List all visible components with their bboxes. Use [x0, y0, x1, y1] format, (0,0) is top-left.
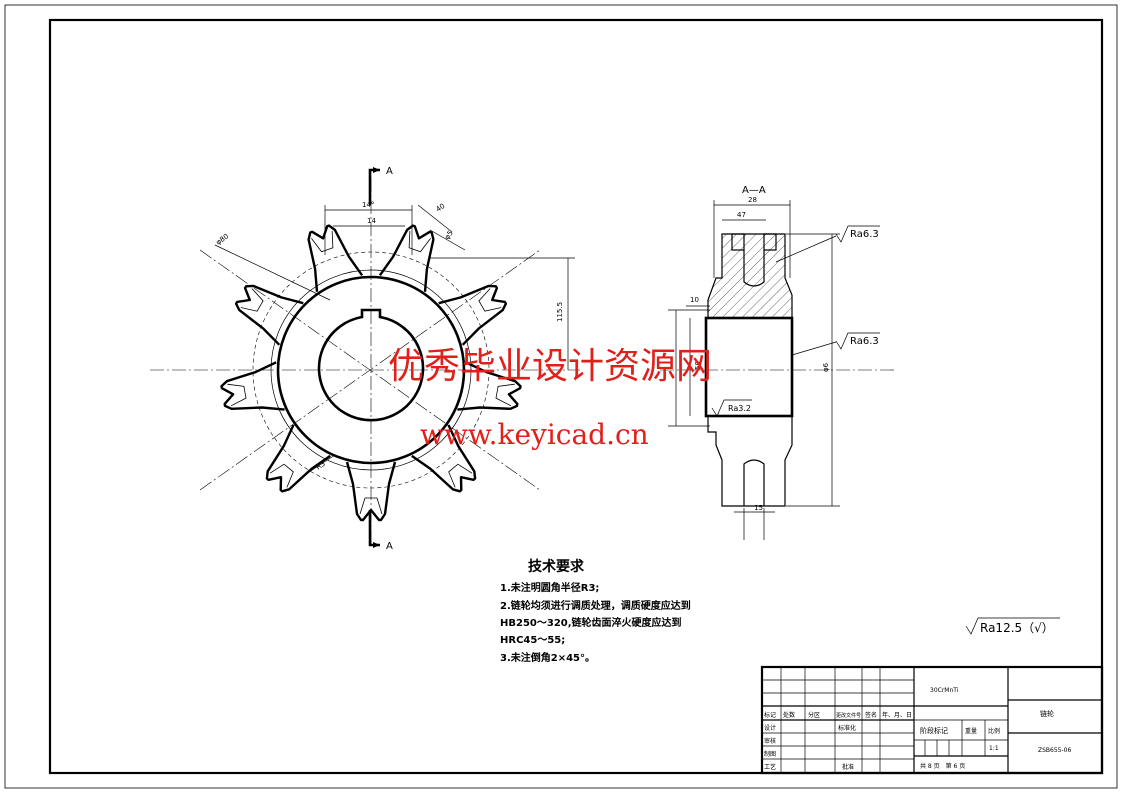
tb-scale-label: 比例	[988, 727, 1000, 735]
tb-label-date: 年、月、日	[882, 711, 912, 719]
dim-width-text: 28	[748, 196, 757, 204]
leader-d4	[417, 204, 453, 233]
requirement-line-3: HB250～320,链轮齿面淬火硬度应达到	[500, 616, 682, 629]
rough-leader-1	[775, 235, 837, 263]
dim-bore-text: 50	[694, 361, 702, 370]
tb-part-name: 链轮	[1040, 709, 1054, 718]
tooth-profile-line	[240, 288, 264, 312]
dim-bottom-text: 15	[754, 504, 763, 512]
requirement-line-1: 1.未注明圆角半径R3;	[500, 581, 599, 594]
tb-role-approve: 批准	[842, 763, 854, 771]
watermark-title: 优秀毕业设计资源网	[388, 346, 712, 387]
sprocket-tooth	[457, 361, 522, 411]
tb-weight-label: 重量	[965, 727, 977, 735]
dim-text-d6: R3	[315, 460, 327, 472]
tooth-profile-line	[478, 288, 502, 312]
tb-label-count: 处数	[783, 711, 795, 719]
section-label-bottom: A	[386, 541, 393, 552]
tb-role-craft: 工艺	[764, 763, 776, 771]
general-roughness-symbol	[965, 617, 1060, 635]
tooth-profile-line	[448, 463, 473, 488]
tooth-bottom	[743, 459, 765, 506]
rough-symbol-3	[711, 399, 752, 417]
dim-text-d1: 14°	[362, 201, 374, 209]
tb-scale-value: 1:1	[989, 745, 999, 752]
rough-symbol-1	[835, 225, 880, 243]
general-roughness: Ra12.5（√）	[980, 621, 1054, 635]
tb-role-std: 标准化	[838, 724, 856, 732]
roughness-top: Ra6.3	[850, 229, 879, 240]
pitch-circle	[252, 251, 490, 489]
leader-d6	[299, 454, 336, 479]
sprocket-tooth	[307, 224, 364, 292]
leader-d3	[214, 244, 331, 301]
section-lower-body	[707, 416, 793, 507]
technical-requirements: 技术要求 1.未注明圆角半径R3; 2.链轮均须进行调质处理，调质硬度应达到 H…	[500, 558, 691, 664]
tooth-profile-line	[359, 497, 383, 515]
section-view-label: A—A	[742, 185, 766, 196]
section-hatch	[707, 233, 793, 319]
rough-leader-2	[791, 341, 837, 356]
outer-border	[4, 4, 1118, 789]
bore-keyway	[317, 308, 425, 422]
tooth-profile-line	[227, 383, 247, 407]
tb-sheet-info: 共 8 页 第 6 页	[920, 762, 965, 770]
sprocket-tooth	[220, 361, 285, 411]
roughness-inner: Ra3.2	[728, 404, 751, 413]
slot-top-2	[763, 233, 777, 251]
root-circle	[270, 269, 472, 471]
slot-top-1	[731, 233, 745, 251]
sprocket-tooth	[378, 224, 435, 292]
tb-role-draw: 制图	[764, 750, 776, 758]
requirements-title: 技术要求	[528, 558, 585, 575]
section-bore	[704, 316, 794, 418]
requirement-line-2: 2.链轮均须进行调质处理，调质硬度应达到	[500, 599, 691, 612]
section-arrow-top	[373, 167, 380, 173]
dim-od-text: φ6	[822, 362, 830, 372]
sprocket-tooth	[411, 424, 477, 493]
dim-text-d4: 40	[435, 202, 447, 214]
sprocket-teeth	[220, 224, 522, 522]
sprocket-tooth	[265, 424, 331, 493]
dim-step-text: 10	[690, 296, 699, 304]
tooth-profile-line	[311, 230, 334, 253]
tb-stage-label: 阶段标记	[920, 726, 948, 735]
hub-outline	[276, 275, 466, 465]
dim-text-d7: 115.5	[556, 302, 564, 322]
tb-material: 30CrMnTi	[930, 687, 959, 694]
tb-role-design: 设计	[764, 724, 776, 732]
section-arrow-bottom	[373, 542, 380, 548]
watermark-url: www.keyicad.cn	[420, 418, 649, 451]
tooth-profile-line	[408, 230, 431, 253]
tooth-top	[743, 250, 765, 287]
sprocket-tooth	[438, 284, 508, 346]
rough-symbol-2	[835, 332, 880, 350]
tb-role-check: 审核	[764, 737, 776, 745]
requirement-line-4: HRC45～55;	[500, 635, 565, 646]
section-mark-top	[368, 168, 380, 205]
dim-text-d2: 14	[367, 217, 376, 225]
tooth-profile-line	[269, 463, 294, 488]
diag-centerline-2	[199, 249, 541, 491]
dim-text-d3: φ80	[215, 232, 231, 246]
inner-frame	[48, 18, 1104, 775]
roughness-middle: Ra6.3	[850, 336, 879, 347]
dim-hub-text: 47	[737, 211, 746, 219]
requirement-line-5: 3.未注倒角2×45°。	[500, 651, 595, 664]
leader-d5	[429, 229, 466, 251]
dim-text-d5: φ5	[443, 229, 455, 241]
tb-label-sign: 签名	[865, 711, 877, 719]
tb-label-mark: 标记	[764, 711, 776, 719]
section-view: A—A 28 47 10 50	[660, 185, 895, 540]
tb-drawing-no: ZSB655-06	[1038, 747, 1071, 754]
tb-label-doc: 更改文件号	[836, 712, 861, 719]
section-label-top: A	[386, 166, 393, 177]
tooth-profile-line	[495, 383, 515, 407]
tb-label-zone: 分区	[808, 711, 820, 719]
sprocket-tooth	[234, 284, 304, 346]
title-block: 30CrMnTi 链轮 ZSB655-06 标记 处数 分区 更改文件号 签名 …	[760, 665, 1104, 775]
